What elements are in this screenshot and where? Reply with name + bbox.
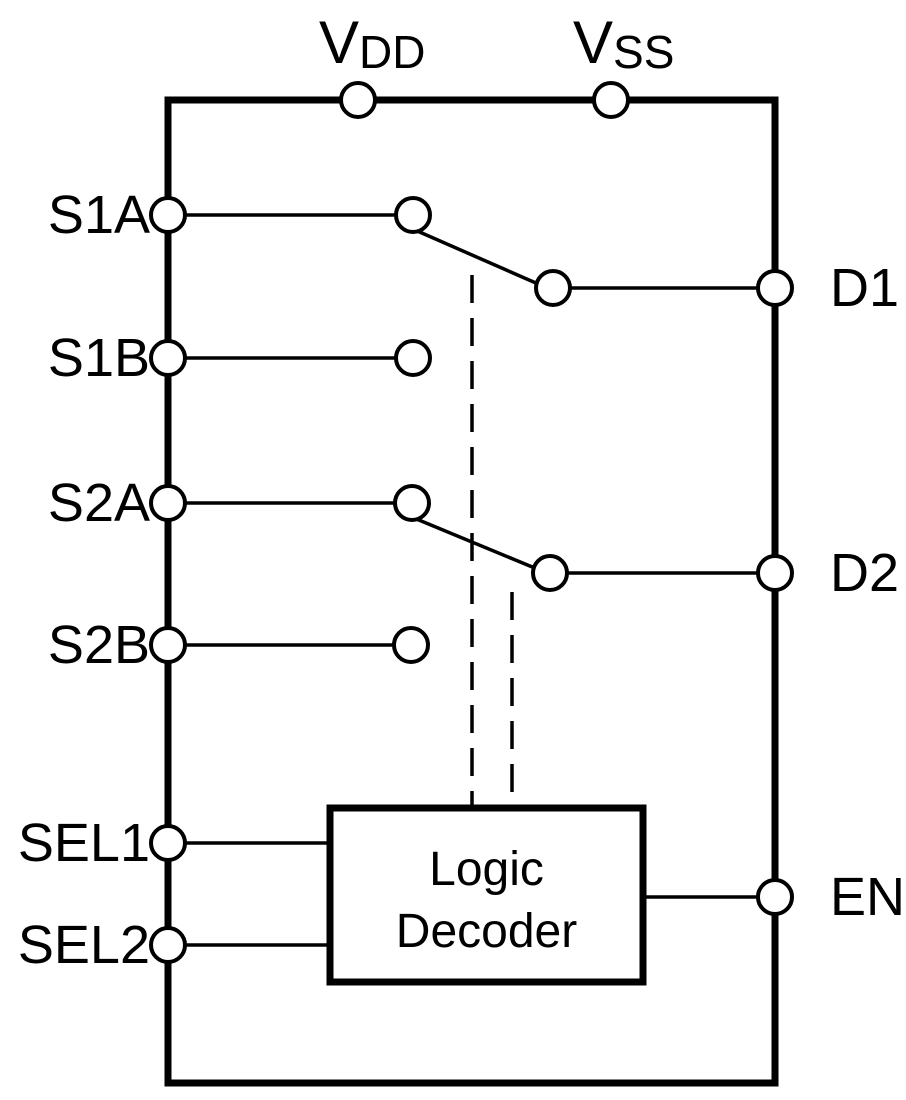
pin-terminal-sel2 <box>149 926 187 964</box>
pin-label-vdd: VDD <box>319 10 425 80</box>
switch1-pole-contact <box>534 269 572 307</box>
pin-label-sel2: SEL2 <box>17 915 150 975</box>
pin-label-sel1: SEL1 <box>17 813 150 873</box>
switch2-throw-b-contact <box>392 626 430 664</box>
pin-terminal-vss <box>592 81 630 119</box>
pin-terminal-sel1 <box>149 824 187 862</box>
switch1-throw-b-contact <box>394 339 432 377</box>
switch1-throw-a-contact <box>394 196 432 234</box>
pin-label-d2: D2 <box>830 543 900 603</box>
switch2-arm <box>413 516 543 573</box>
pin-terminal-s1b <box>149 339 187 377</box>
vdd-main-text: V <box>319 9 360 76</box>
switch2-throw-a-contact <box>393 484 431 522</box>
switch2-pole-contact <box>531 554 569 592</box>
pin-label-s1a: S1A <box>47 185 150 245</box>
pin-terminal-en <box>756 878 794 916</box>
pin-label-s2b: S2B <box>47 615 150 675</box>
vss-main-text: V <box>573 9 614 76</box>
vss-subscript-text: SS <box>613 26 675 78</box>
vdd-subscript-text: DD <box>359 26 426 78</box>
pin-terminal-d2 <box>756 554 794 592</box>
logic-decoder-box <box>326 804 647 986</box>
pin-label-en: EN <box>830 867 906 927</box>
pin-terminal-s1a <box>149 196 187 234</box>
pin-label-s2a: S2A <box>47 473 150 533</box>
pin-label-vss: VSS <box>573 10 674 80</box>
logic-decoder-label-line1: Logic <box>429 843 544 896</box>
logic-decoder-label-line2: Decoder <box>395 905 578 958</box>
pin-terminal-vdd <box>339 81 377 119</box>
switch1-arm <box>414 228 546 289</box>
pin-terminal-d1 <box>756 269 794 307</box>
pin-label-s1b: S1B <box>47 328 150 388</box>
pin-terminal-s2a <box>149 484 187 522</box>
pin-terminal-s2b <box>149 626 187 664</box>
logic-decoder-label: Logic Decoder <box>330 839 643 963</box>
pin-label-d1: D1 <box>830 258 900 318</box>
